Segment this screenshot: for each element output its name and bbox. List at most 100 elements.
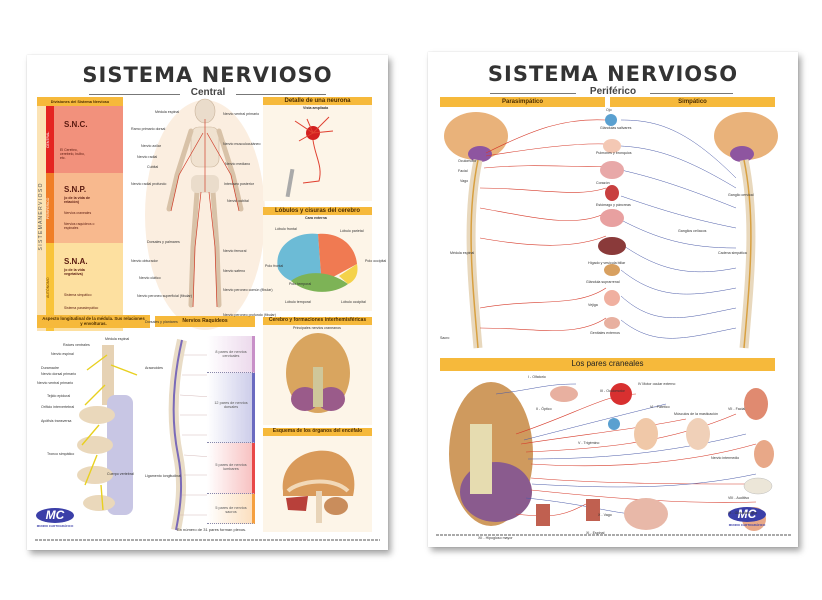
cranial-nerve-label: XII - Hipogloso mayor (478, 536, 513, 540)
cranial-nerve-label: II - Óptico (536, 407, 552, 411)
parasympathetic-label: Oculomotor (458, 159, 477, 163)
poster-title: SISTEMA NERVIOSO (82, 63, 333, 87)
snp-item: Nervios craneales (64, 211, 92, 215)
organ-label: Corazón (596, 181, 610, 185)
neuron-illustration (285, 116, 334, 198)
poster-sistema-nervioso-periferico: SISTEMA NERVIOSO Periférico Parasimpátic… (428, 52, 798, 547)
organ-label: Pulmones y bronquios (596, 151, 632, 155)
poster-subtitle: Central (180, 87, 236, 98)
body-nerve-label: Nervio peroneo superficial (fibular) (137, 294, 192, 298)
body-nerve-illustration (145, 98, 265, 330)
divisions-header: Divisiones del Sistema Nervioso (37, 97, 123, 106)
body-nerve-label: Ramo primario dorsal (131, 127, 166, 131)
spine-label: Nervio ventral primario (37, 381, 74, 385)
spine-label: Tejido epidural (47, 394, 71, 398)
snc-side: CENTRAL (46, 131, 50, 149)
snc-title: S.N.C. (64, 120, 88, 129)
snc-box: S.N.C. El Cerebro, cerebelo, bulbo, etc. (54, 106, 123, 173)
nerve-band-label: 5 pares de nervios lumbares (215, 463, 247, 471)
panel-neuron-title: Detalle de una neurona (263, 97, 372, 105)
lobe-label: Lóbulo parietal (340, 229, 364, 233)
poster-title: SISTEMA NERVIOSO (487, 62, 739, 86)
snp-box: S.N.P. (o de la vida de relación) Nervio… (54, 173, 123, 243)
parasympathetic-label: Médula espinal (450, 251, 475, 255)
logo-mark: MC (36, 508, 74, 523)
organ-label: Glándulas salivares (600, 126, 632, 130)
vertical-label: S I S T E M A N E R V I O S O (38, 183, 44, 251)
snp-strip (46, 173, 54, 243)
cranial-nerve-label: VII - Facial (728, 407, 746, 411)
brain-base-illustration (286, 333, 350, 413)
snp-side: PERIFÉRICO (46, 197, 50, 219)
body-nerve-label: Dorsales y palmares (147, 240, 180, 244)
spine-label: Cuerpo vertebral (107, 472, 134, 476)
lobe-label: Lóbulo occipital (341, 300, 366, 304)
snp-item: Nervios raquídeos o espinales (64, 222, 95, 230)
footer-fineprint (35, 539, 380, 541)
sna-side: AUTÓNOMO (46, 277, 50, 298)
body-nerve-label: Dorsales y plantares (145, 320, 178, 324)
brain-sagittal-illustration (282, 450, 355, 523)
spine-label: Raíces ventrales (63, 343, 90, 347)
body-nerve-label: Nervio radial profundo (131, 182, 167, 186)
vertical-column: S I S T E M A N E R V I O S O (37, 106, 46, 331)
cranial-nerves-diagram (449, 382, 774, 531)
cranial-nerve-label: I - Olfatorio (528, 375, 546, 379)
spine-label: Nervio dorsal primario (41, 372, 77, 376)
lobe-label: Polo frontal (265, 264, 284, 268)
cranial-nerve-label: VIII - Auditivo (728, 496, 750, 500)
sna-item: Sistema parasimpático (64, 306, 99, 310)
poster-sistema-nervioso-central: SISTEMA NERVIOSO Central Divisiones del … (27, 55, 388, 550)
body-nerve-label: Nervio obturador (131, 259, 158, 263)
panel-brain-organs: Esquema de los órganos del encéfalo (263, 428, 372, 532)
spine-label: Orificio intervertebral (41, 405, 75, 409)
spine-label: Apófisis transversa (41, 419, 72, 423)
vertebral-column-illustration (168, 338, 212, 531)
snp-sub: (o de la vida de relación) (64, 196, 90, 204)
sympathetic-header: Simpático (610, 97, 775, 107)
panel-lobes: Lóbulos y cisuras del cerebro Cara exter… (263, 207, 372, 311)
inter-subtitle: Principales nervios craneanos (293, 326, 341, 330)
nerve-band: 5 pares de nervios sacros (207, 494, 255, 524)
lobe-label: Lóbulo frontal (275, 227, 297, 231)
organ-label: Vejiga (588, 303, 598, 307)
sympathetic-label: Ganglio cervical (728, 193, 754, 197)
sympathetic-label: Ganglios celíacos (678, 229, 707, 233)
spine-label: Aracnoides (145, 366, 163, 370)
nerve-band: 8 pares de nervios cervicales (207, 336, 255, 373)
body-nerve-label: Nervio musculocutáneo (223, 142, 261, 146)
sna-item: Sistema simpático (64, 293, 92, 297)
body-nerve-label: Cubital (147, 165, 159, 169)
neuron-subtitle: Vista ampliada (303, 106, 329, 110)
panel-inter-title: Cerebro y formaciones interhemisféricas (263, 317, 372, 325)
brain-lobes-illustration (277, 233, 358, 292)
panel-lobes-title: Lóbulos y cisuras del cerebro (263, 207, 372, 215)
autonomic-diagram (444, 112, 778, 349)
cranial-nerve-label: IV Motor ocular externo (638, 382, 676, 386)
spine-label: Tronco simpático (47, 452, 75, 456)
raquideos-footnote: En número de 31 pares forman plexos. (177, 527, 247, 532)
cranial-nerve-label: Nervio intermedio (711, 456, 740, 460)
nerve-band-label: 5 pares de nervios sacros (215, 505, 247, 514)
lobe-label: Lóbulo temporal (285, 300, 311, 304)
snp-title: S.N.P. (64, 185, 87, 194)
body-nerve-label: Nervio safeno (223, 269, 246, 273)
snc-strip (46, 106, 54, 173)
sna-title: S.N.A. (64, 257, 88, 266)
nerve-band: 5 pares de nervios lumbares (207, 443, 255, 494)
panel-neuron: Detalle de una neurona Vista ampliada (263, 97, 372, 201)
spine-label: Nervio espinal (51, 352, 74, 356)
parasympathetic-label: Facial (458, 169, 468, 173)
body-nerve-label: Nervio ventral primario (223, 112, 260, 116)
publisher-logo: MC MUNDO CARTOGRÁFICO (36, 508, 74, 528)
body-nerve-label: Nervio radial (137, 155, 158, 159)
body-nerve-label: Interóseo posterior (224, 182, 254, 186)
cranial-nerve-label: III - Oculomotor (600, 389, 625, 393)
sna-sub: (o de la vida vegetativa) (64, 268, 85, 276)
body-nerve-label: Nervio peroneo profundo (fibular) (223, 313, 276, 317)
organ-label: Ojo (606, 108, 612, 112)
poster-subtitle: Periférico (576, 86, 650, 97)
parasympathetic-label: Vago (460, 179, 469, 183)
cranial-nerve-label: V - Trigémino (578, 441, 600, 445)
lobes-subtitle: Cara externa (305, 216, 327, 220)
